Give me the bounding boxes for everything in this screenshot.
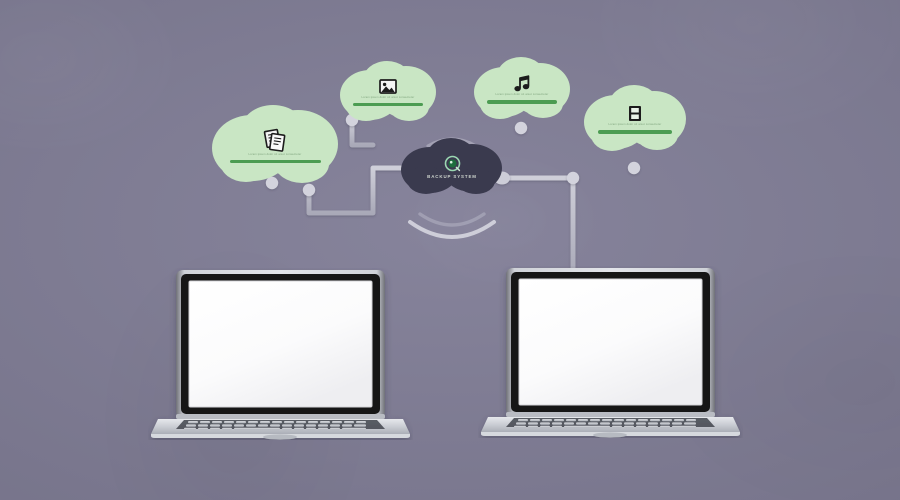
cloud-caption: Lorem ipsum dolor sit amet consectetur	[495, 93, 549, 97]
documents-stack-icon	[263, 128, 286, 152]
cloud-progress-bar	[353, 102, 423, 107]
cloud-video[interactable]: Lorem ipsum dolor sit amet consectetur	[582, 82, 688, 156]
cloud-photos[interactable]: Lorem ipsum dolor sit amet consectetur	[338, 58, 438, 126]
laptop-right[interactable]	[478, 266, 743, 438]
shield-lock-icon	[444, 155, 460, 172]
cloud-progress-bar	[487, 100, 557, 104]
cloud-documents[interactable]: Lorem ipsum dolor sit amet consectetur	[210, 100, 340, 190]
music-note-icon	[513, 75, 529, 92]
cloud-progress-bar	[597, 130, 673, 134]
cloud-caption: Lorem ipsum dolor sit amet consectetur	[361, 95, 415, 99]
cloud-music[interactable]: Lorem ipsum dolor sit amet consectetur	[472, 54, 572, 124]
central-backup-hub[interactable]: BACKUP SYSTEM	[400, 136, 504, 198]
cloud-caption: Lorem ipsum dolor sit amet consectetur	[248, 152, 302, 156]
hub-label: BACKUP SYSTEM	[427, 174, 477, 179]
film-strip-icon	[629, 106, 641, 122]
photo-image-icon	[379, 79, 397, 94]
laptop-left[interactable]	[148, 268, 413, 440]
cloud-caption: Lorem ipsum dolor sit amet consectetur	[608, 123, 662, 127]
cloud-progress-bar	[229, 159, 321, 164]
